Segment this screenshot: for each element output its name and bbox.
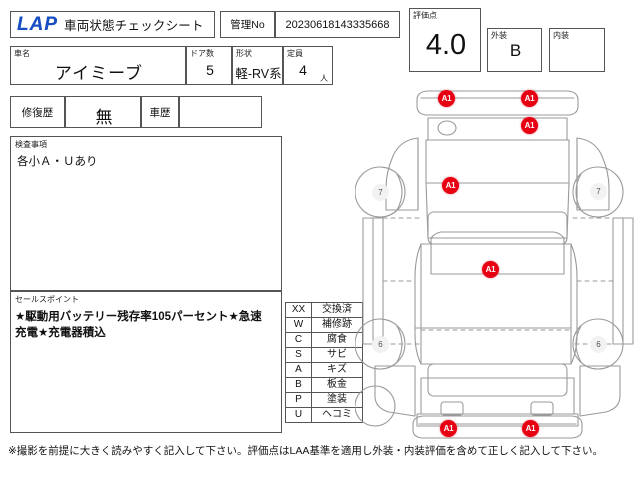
evaluation-score-value: 4.0 <box>425 29 467 61</box>
legend-description: キズ <box>311 362 363 378</box>
lap-logo: LAP <box>17 13 58 35</box>
management-no-value: 20230618143335668 <box>275 11 400 38</box>
sales-point-box <box>10 291 282 433</box>
management-no-label: 管理No <box>220 11 275 38</box>
damage-marker-hood-right[interactable]: A1 <box>521 117 538 134</box>
evaluation-score-label: 評価点 <box>413 11 437 20</box>
door-count-value: 5 <box>206 62 214 78</box>
legend-description: ヘコミ <box>311 407 363 423</box>
damage-marker-front-bumper-right[interactable]: A1 <box>521 90 538 107</box>
footer-note: ※撮影を前提に大きく読みやすく記入して下さい。評価点はLAA基準を適用し外装・内… <box>8 445 604 457</box>
legend-code: A <box>285 362 312 378</box>
legend-description: 板金 <box>311 377 363 393</box>
interior-grade-box: 内装 <box>549 28 605 72</box>
legend-code: S <box>285 347 312 363</box>
door-count-label: ドア数 <box>190 49 214 58</box>
body-shape-cell: 形状 軽-RV系 <box>232 46 283 85</box>
repair-history-label: 修復歴 <box>10 96 65 128</box>
damage-marker-front-bumper-left[interactable]: A1 <box>438 90 455 107</box>
legend-code: XX <box>285 302 312 318</box>
tire-grade-front-left: 7 <box>372 184 389 201</box>
tire-grade-rear-right: 6 <box>590 336 607 353</box>
body-shape-label: 形状 <box>236 49 252 58</box>
damage-marker-rear-bumper-right[interactable]: A1 <box>522 420 539 437</box>
tire-grade-rear-left: 6 <box>372 336 389 353</box>
evaluation-score-box: 評価点 4.0 <box>409 8 481 72</box>
vehicle-outline-svg <box>354 90 634 439</box>
car-name-cell: 車名 アイミーブ <box>10 46 186 85</box>
damage-marker-rear-bumper-left[interactable]: A1 <box>440 420 457 437</box>
exterior-grade-label: 外装 <box>491 31 507 40</box>
car-name-value: アイミーブ <box>54 64 144 83</box>
legend-code: U <box>285 407 312 423</box>
body-shape-value: 軽-RV系 <box>235 67 282 81</box>
seat-capacity-label: 定員 <box>287 49 303 58</box>
vehicle-damage-diagram: A1 A1 A1 A1 A1 A1 A1 7 7 6 6 <box>354 78 640 440</box>
seat-capacity-value: 4 <box>299 62 307 78</box>
inspection-notes-box <box>10 136 282 291</box>
sheet-title-box: LAP 車両状態チェックシート <box>10 11 215 38</box>
seat-capacity-unit: 人 <box>320 74 328 83</box>
interior-grade-label: 内装 <box>553 31 569 40</box>
legend-code: C <box>285 332 312 348</box>
door-count-cell: ドア数 5 <box>186 46 232 85</box>
vehicle-history-value <box>179 96 262 128</box>
sales-point-text: ★駆動用バッテリー残存率105パーセント★急速充電★充電器積込 <box>15 311 262 339</box>
page-title: 車両状態チェックシート <box>64 19 204 33</box>
exterior-grade-box: 外装 B <box>487 28 542 72</box>
damage-marker-roof-center[interactable]: A1 <box>482 261 499 278</box>
car-name-label: 車名 <box>14 49 30 58</box>
exterior-grade-value: B <box>509 41 522 60</box>
seat-capacity-cell: 定員 4 人 <box>283 46 333 85</box>
legend-code: P <box>285 392 312 408</box>
repair-history-cell: 無 <box>65 96 141 128</box>
legend-code: W <box>285 317 312 333</box>
vehicle-history-label: 車歴 <box>141 96 179 128</box>
legend-code: B <box>285 377 312 393</box>
tire-grade-front-right: 7 <box>590 183 607 200</box>
sales-point-label: セールスポイント <box>15 295 79 304</box>
damage-marker-fender-left[interactable]: A1 <box>442 177 459 194</box>
inspection-notes-text: 各小Ａ・Ｕあり <box>17 156 98 168</box>
inspection-notes-label: 検査事項 <box>15 140 47 149</box>
repair-history-value: 無 <box>95 108 113 127</box>
